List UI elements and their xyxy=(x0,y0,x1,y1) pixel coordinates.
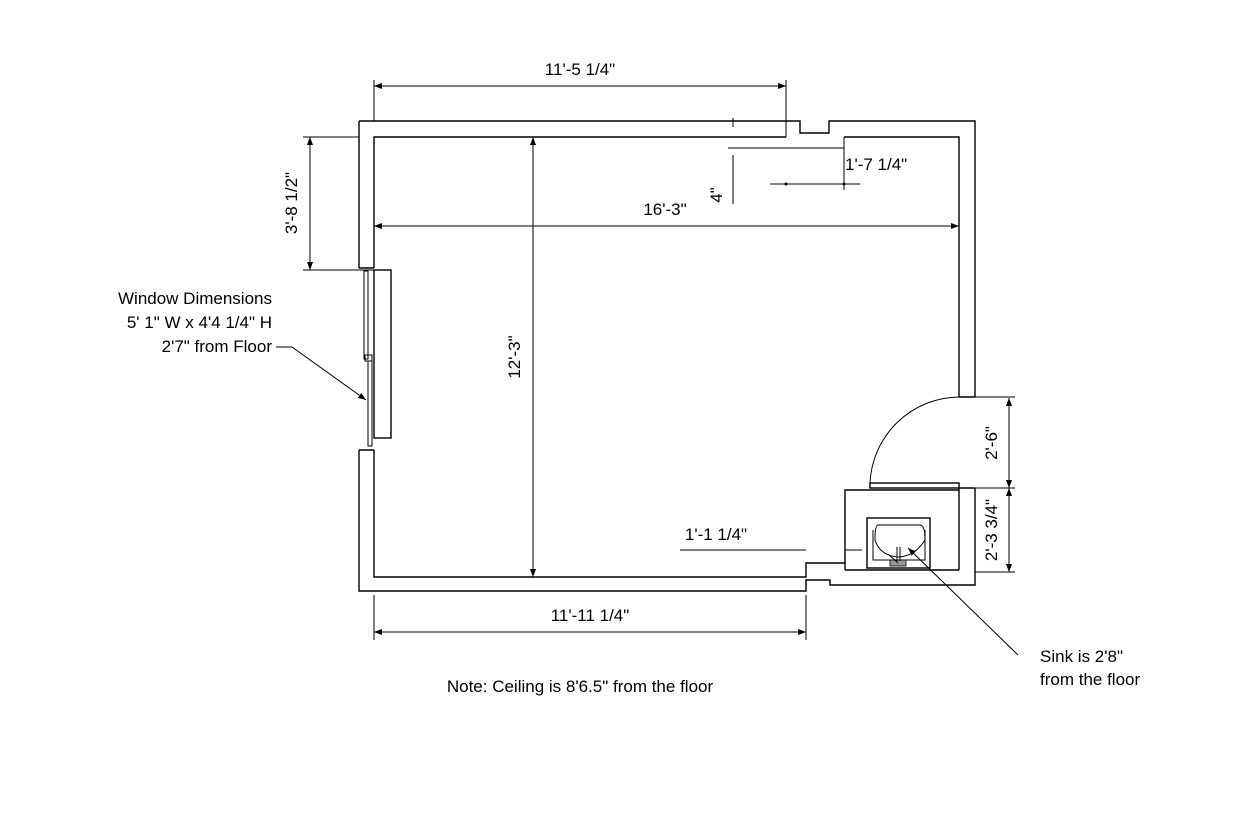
dim-door-width: 2'-6" xyxy=(982,426,1001,460)
dim-recess-depth: 4" xyxy=(707,187,726,203)
sink-note-line1: Sink is 2'8" xyxy=(1040,647,1123,666)
window-note-title: Window Dimensions xyxy=(118,289,272,308)
dim-room-width: 16'-3" xyxy=(643,200,686,219)
ceiling-note: Note: Ceiling is 8'6.5" from the floor xyxy=(447,677,714,696)
walls xyxy=(358,120,976,592)
dim-window-offset: 3'-8 1/2" xyxy=(282,172,301,234)
dim-bottom-jog: 1'-1 1/4" xyxy=(685,525,747,544)
window-note-height: 2'7" from Floor xyxy=(162,337,273,356)
window-note-size: 5' 1" W x 4'4 1/4" H xyxy=(127,313,272,332)
door xyxy=(869,396,960,489)
dim-room-depth: 12'-3" xyxy=(505,335,524,378)
sink-note-line2: from the floor xyxy=(1040,670,1140,689)
dimension-lines xyxy=(276,80,1019,656)
sink-counter xyxy=(844,489,959,571)
dim-top-width: 11'-5 1/4" xyxy=(545,60,615,79)
dim-sink-offset: 2'-3 3/4" xyxy=(982,499,1001,561)
dim-recess-width: 1'-7 1/4" xyxy=(845,155,907,174)
dim-bottom-width: 11'-11 1/4" xyxy=(551,606,630,625)
window xyxy=(363,269,392,447)
